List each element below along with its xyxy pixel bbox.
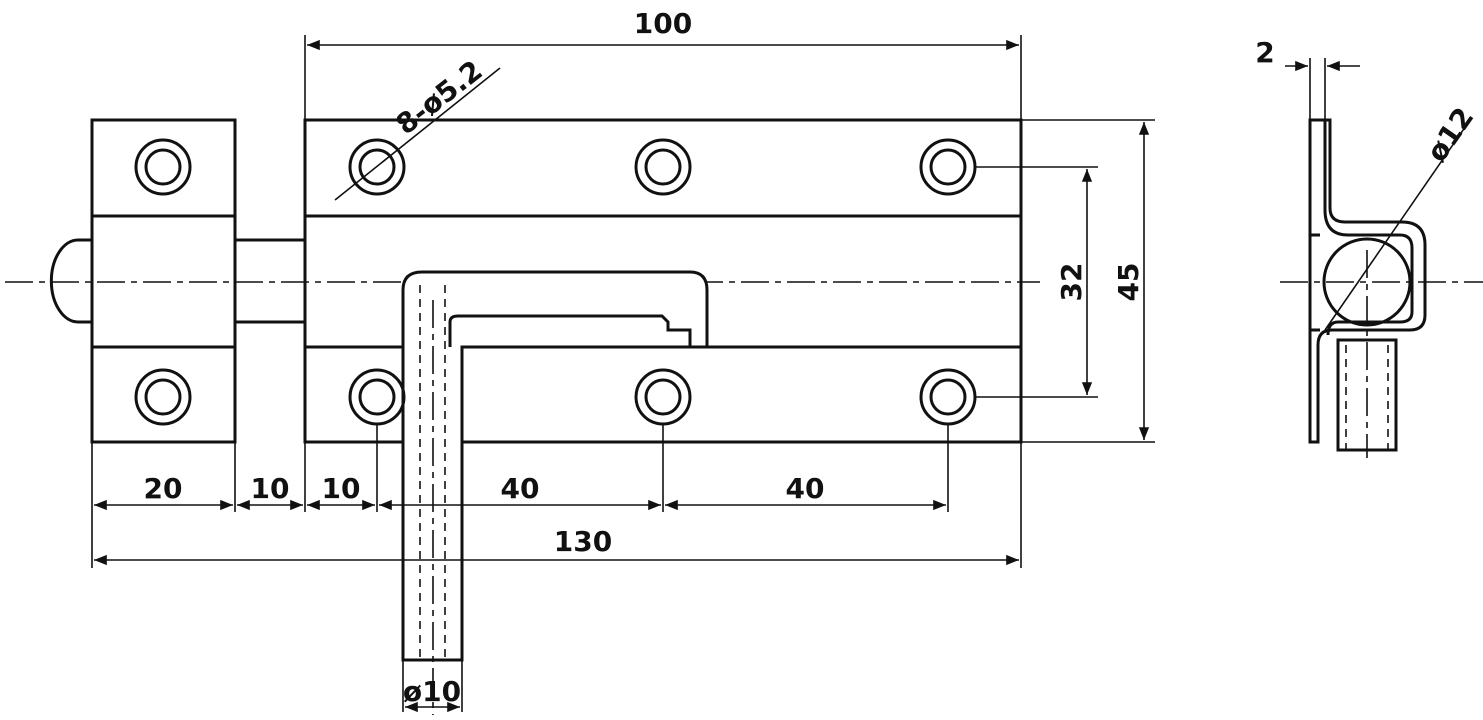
dim-text-10a: 10 [251, 472, 290, 505]
barrel-circle [1322, 237, 1412, 327]
front-view: 100 8-ø5.2 32 45 20 10 10 40 40 130 ø10 [5, 7, 1155, 715]
screw-hole [348, 368, 406, 426]
plate-profile [1308, 118, 1427, 444]
dim-text-d10: ø10 [403, 675, 461, 708]
screw-hole [134, 138, 192, 196]
d12-leader [1324, 119, 1471, 331]
dim-text-10b: 10 [322, 472, 361, 505]
dim-text-45: 45 [1112, 263, 1145, 302]
screw-hole [634, 368, 692, 426]
dim-text-20: 20 [144, 472, 183, 505]
bolt-knob [49, 238, 92, 324]
dim-text-40a: 40 [501, 472, 540, 505]
dim-text-d12: ø12 [1420, 101, 1480, 168]
dim-text-100: 100 [634, 7, 692, 40]
screw-hole [634, 138, 692, 196]
dim-text-hole-callout: 8-ø5.2 [390, 54, 489, 142]
dim-text-32: 32 [1055, 263, 1088, 302]
dim-text-40b: 40 [786, 472, 825, 505]
side-view: 2 ø12 [1255, 36, 1483, 458]
handle-inner [448, 314, 692, 347]
screw-hole [919, 368, 977, 426]
hole-callout-leader [334, 67, 501, 201]
screw-hole [134, 368, 192, 426]
keeper-block [90, 118, 237, 444]
screw-hole [348, 138, 406, 196]
plate-profile-inner [1323, 120, 1414, 336]
dim-text-2: 2 [1255, 36, 1274, 69]
screw-hole [919, 138, 977, 196]
dim-text-130: 130 [554, 525, 612, 558]
